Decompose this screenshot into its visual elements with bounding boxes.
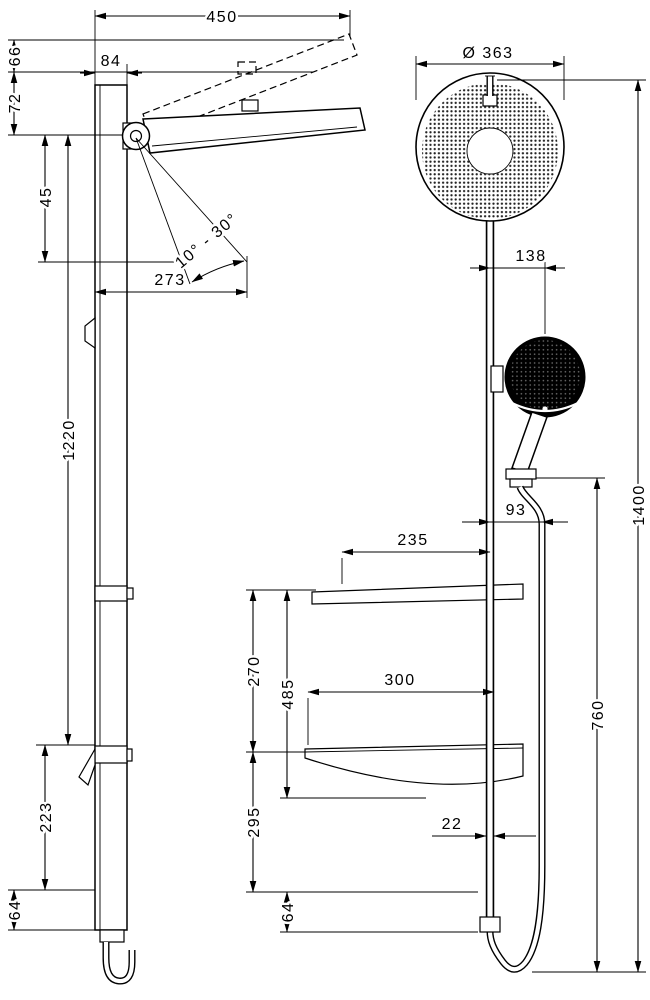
dim-295: 295 [244, 751, 266, 893]
tilt-range-lines [135, 137, 248, 285]
dim-485: 485 [278, 589, 300, 799]
head-connector [482, 94, 498, 107]
dim-93-label: 93 [506, 502, 527, 519]
dim-1400: 1400 [629, 79, 650, 973]
dim-235: 235 [341, 530, 491, 556]
dim-22: 22 [432, 814, 536, 840]
extension-lines-front [246, 56, 646, 973]
hose-outlet-side [99, 929, 125, 943]
dim-223: 223 [36, 744, 58, 891]
side-view [78, 33, 366, 985]
dim-64-front: 64 [278, 891, 300, 933]
shutoff-handle-side [84, 316, 96, 350]
dim-760: 760 [588, 477, 610, 973]
lower-shelf [304, 743, 524, 785]
dim-45-label: 45 [38, 187, 55, 208]
hand-shower-holder [490, 365, 504, 393]
dim-1400-label: 1400 [631, 484, 648, 526]
dim-450: 450 [94, 7, 351, 29]
dim-66: 66 [5, 39, 27, 73]
dim-760-label: 760 [590, 699, 607, 730]
dim-450-label: 450 [206, 9, 237, 26]
dim-93: 93 [462, 500, 568, 526]
dim-300: 300 [307, 670, 495, 696]
dim-22-label: 22 [442, 816, 463, 833]
dim-45: 45 [36, 134, 58, 263]
front-view [304, 72, 586, 973]
hose-nut-2 [509, 478, 533, 488]
dim-72: 72 [5, 71, 27, 136]
dim-1220: 1220 [59, 134, 81, 746]
dim-138-label: 138 [515, 248, 546, 265]
overhead-shower-raised-dashed [142, 33, 358, 136]
dim-64-front-label: 64 [280, 902, 297, 923]
dim-84: 84 [80, 51, 142, 77]
hand-shower [504, 336, 586, 488]
dim-300-label: 300 [384, 672, 415, 689]
overhead-shower-front [415, 72, 565, 222]
dim-diameter-363: Ø 363 [415, 43, 565, 68]
dim-138: 138 [470, 246, 565, 272]
lower-shelf-side [78, 745, 133, 787]
hose-side [102, 942, 136, 985]
dim-72-label: 72 [7, 93, 24, 114]
pipe-foot-fitting [479, 916, 501, 933]
dim-270-label: 270 [246, 655, 263, 686]
dim-1220-label: 1220 [61, 419, 78, 461]
pivot-axis [129, 129, 143, 143]
dim-84-label: 84 [101, 53, 122, 70]
dim-295-label: 295 [246, 806, 263, 837]
shower-hose [486, 485, 546, 973]
dim-273-label: 273 [154, 272, 185, 289]
dim-235-label: 235 [397, 532, 428, 549]
spray-face [422, 83, 559, 219]
dim-64-side: 64 [5, 889, 27, 931]
dim-273: 273 [94, 270, 248, 296]
upper-shelf-side [94, 585, 134, 602]
dim-485-label: 485 [280, 678, 297, 709]
overhead-shower-side [142, 99, 366, 154]
dim-223-label: 223 [38, 801, 55, 832]
dim-diameter-label: Ø 363 [462, 45, 513, 62]
upper-shelf [311, 583, 524, 605]
dim-66-label: 66 [7, 46, 24, 67]
hose-nut [505, 468, 537, 480]
dim-64-side-label: 64 [7, 900, 24, 921]
dim-270: 270 [244, 589, 266, 753]
